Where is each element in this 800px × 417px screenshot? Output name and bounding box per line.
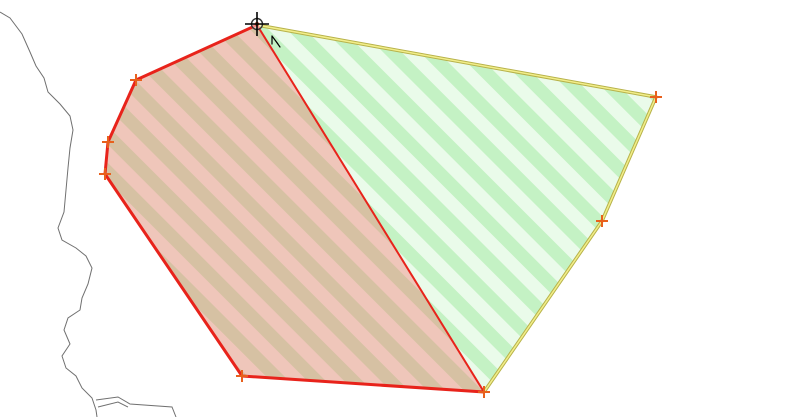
edited-polygon-outline: [103, 23, 485, 394]
pointer-arrow-icon: [271, 35, 281, 48]
coastline-inlet: [97, 401, 129, 408]
adjacent-polygon[interactable]: [256, 23, 658, 393]
vertex-marker-icon[interactable]: [102, 136, 114, 148]
edited-polygon[interactable]: [103, 23, 485, 394]
vertex-marker-icon[interactable]: [478, 386, 490, 398]
vertex-marker-icon[interactable]: [650, 91, 662, 103]
vertex-marker-icon[interactable]: [596, 215, 608, 227]
vertex-markers: [99, 74, 662, 398]
edited-polygon-stripes: [105, 25, 484, 392]
adjacent-polygon-outline-inner: [256, 24, 657, 393]
shared-edge: [256, 24, 485, 393]
adjacent-polygon-stripes: [257, 25, 656, 392]
vertex-marker-icon[interactable]: [130, 74, 142, 86]
crosshair-cursor-icon: [245, 12, 269, 36]
coastline-south: [95, 396, 177, 417]
vertex-marker-icon[interactable]: [236, 370, 248, 382]
coastline-west: [0, 11, 98, 417]
vertex-marker-icon[interactable]: [99, 168, 111, 180]
